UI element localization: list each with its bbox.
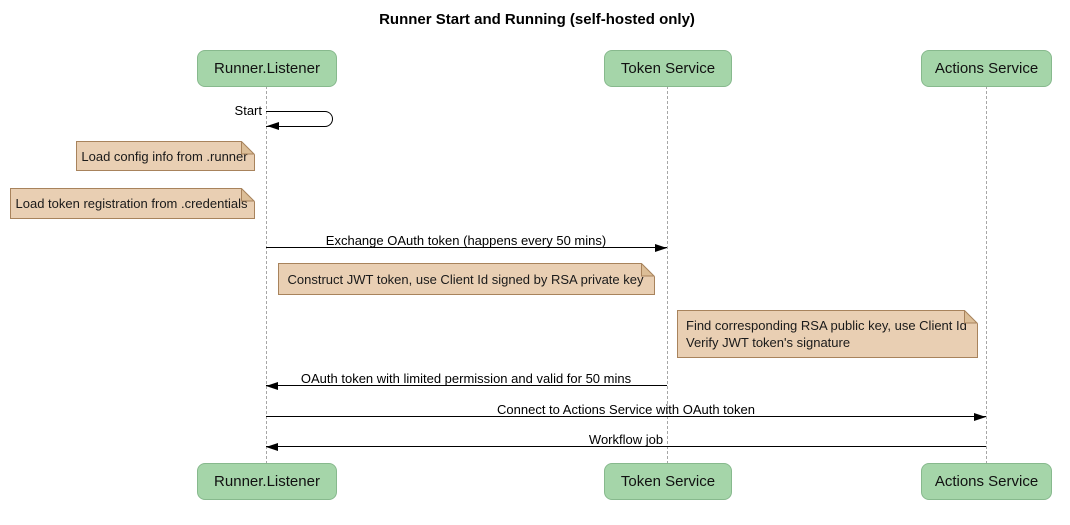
- participant-top-runner-listener: Runner.Listener: [197, 50, 337, 87]
- participant-label: Actions Service: [934, 473, 1039, 490]
- message-oauth-return-line: [266, 385, 667, 387]
- message-exchange-oauth-line: [266, 247, 667, 249]
- note-verify-jwt: Find corresponding RSA public key, use C…: [677, 310, 978, 358]
- note-fold-icon: [641, 263, 655, 277]
- participant-bottom-token-service: Token Service: [604, 463, 732, 500]
- lifeline-token-service: [667, 86, 668, 464]
- lifeline-actions-service: [986, 86, 987, 464]
- lifeline-runner-listener: [266, 86, 267, 464]
- arrowhead-left-icon: [267, 121, 279, 130]
- message-start-label: Start: [234, 103, 262, 118]
- note-text: Load config info from .runner: [81, 148, 248, 164]
- note-load-config: Load config info from .runner: [76, 141, 255, 171]
- arrowhead-left-icon: [266, 442, 278, 451]
- participant-label: Actions Service: [934, 60, 1039, 77]
- note-construct-jwt: Construct JWT token, use Client Id signe…: [278, 263, 655, 295]
- message-workflow-job-line: [266, 446, 986, 448]
- note-fold-icon: [241, 141, 255, 155]
- participant-bottom-runner-listener: Runner.Listener: [197, 463, 337, 500]
- participant-label: Runner.Listener: [214, 473, 320, 490]
- message-workflow-job-label: Workflow job: [588, 432, 664, 447]
- note-fold-icon: [964, 310, 978, 324]
- diagram-title: Runner Start and Running (self-hosted on…: [379, 11, 695, 28]
- message-exchange-oauth-label: Exchange OAuth token (happens every 50 m…: [325, 233, 607, 248]
- arrowhead-right-icon: [974, 412, 986, 421]
- participant-label: Token Service: [620, 473, 716, 490]
- participant-label: Runner.Listener: [214, 60, 320, 77]
- message-oauth-return-label: OAuth token with limited permission and …: [300, 371, 632, 386]
- message-connect-line: [266, 416, 986, 418]
- participant-top-token-service: Token Service: [604, 50, 732, 87]
- arrowhead-left-icon: [266, 381, 278, 390]
- arrowhead-right-icon: [655, 243, 667, 252]
- note-fold-icon: [241, 188, 255, 202]
- note-text: Verify JWT token's signature: [686, 335, 851, 350]
- participant-label: Token Service: [620, 60, 716, 77]
- participant-bottom-actions-service: Actions Service: [921, 463, 1052, 500]
- participant-top-actions-service: Actions Service: [921, 50, 1052, 87]
- note-text: Construct JWT token, use Client Id signe…: [287, 271, 644, 287]
- note-text: Load token registration from .credential…: [15, 196, 248, 211]
- message-connect-label: Connect to Actions Service with OAuth to…: [497, 402, 755, 417]
- self-message-loop: [266, 111, 333, 127]
- note-text: Find corresponding RSA public key, use C…: [686, 318, 967, 333]
- note-load-token-registration: Load token registration from .credential…: [10, 188, 255, 219]
